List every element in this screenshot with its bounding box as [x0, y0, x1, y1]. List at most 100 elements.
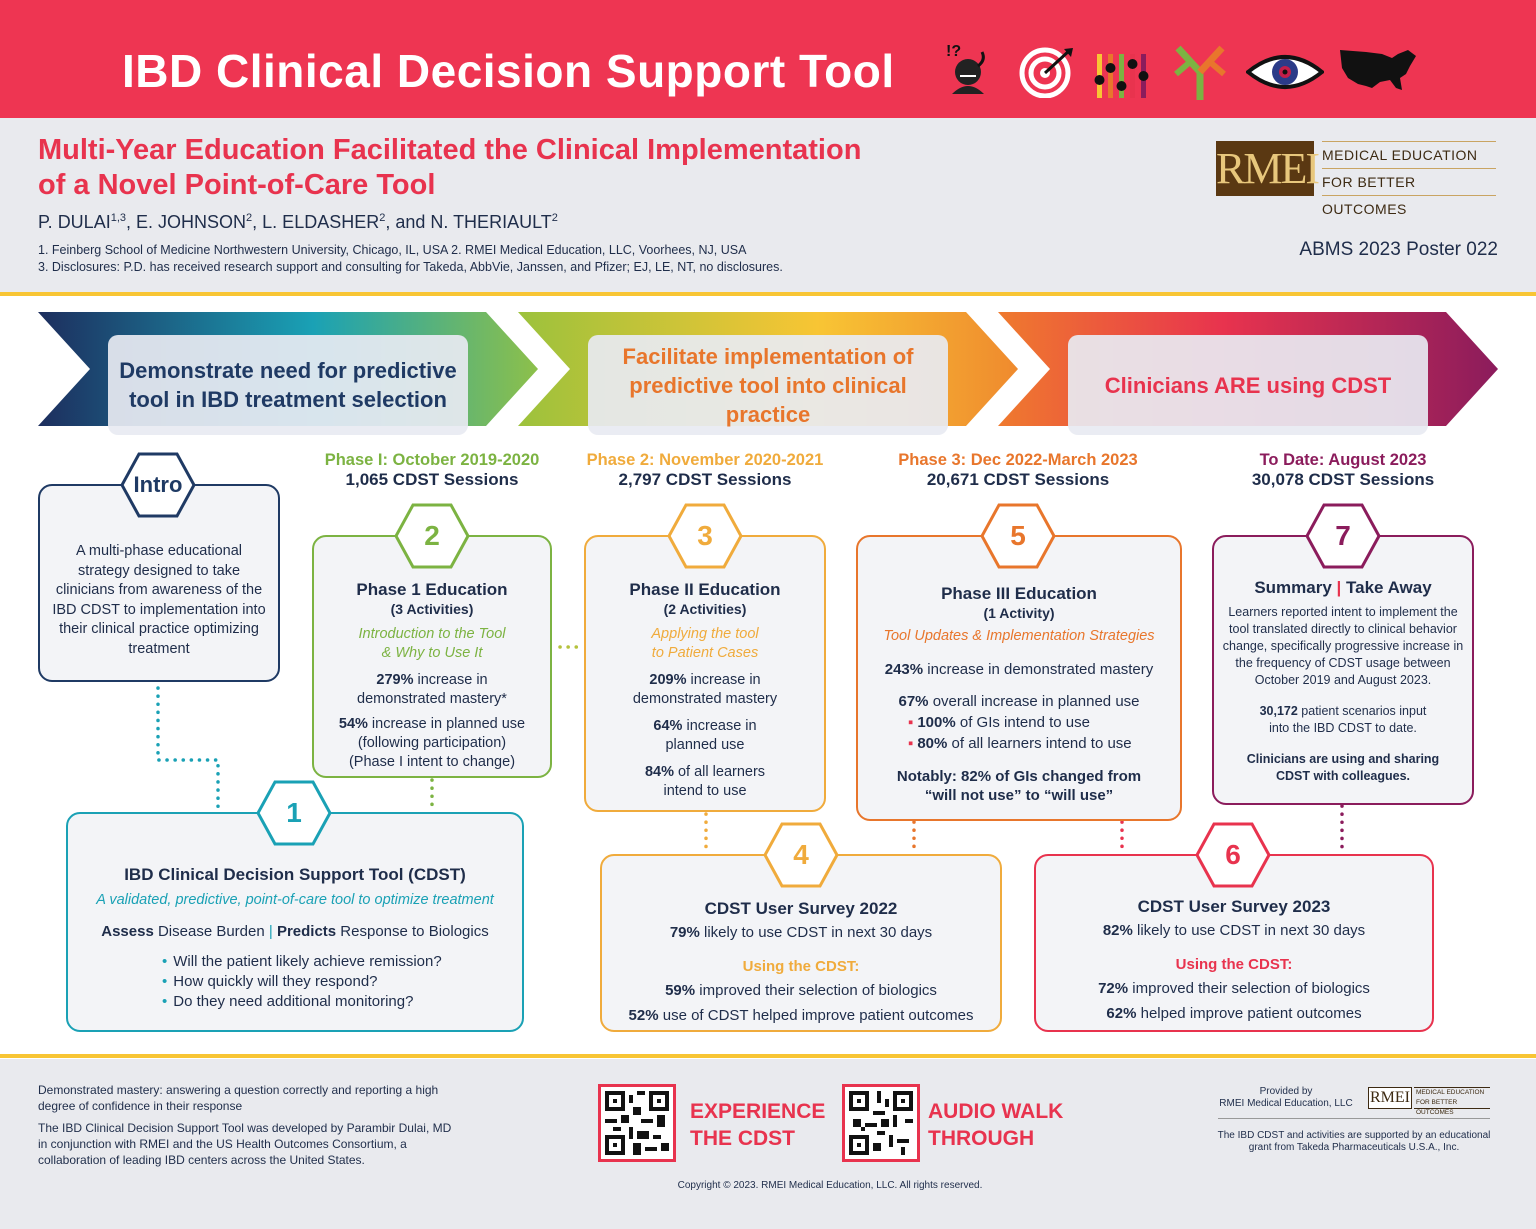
survey-2022-card: CDST User Survey 2022 79% likely to use … — [600, 854, 1002, 1032]
poster-subtitle: Multi-Year Education Facilitated the Cli… — [38, 133, 938, 203]
predicts-text: Response to Biologics — [336, 923, 489, 940]
stage-box-3: Clinicians ARE using CDST — [1068, 335, 1428, 435]
phase-header-1: Phase I: October 2019-2020 1,065 CDST Se… — [302, 451, 562, 490]
footnote-mastery: Demonstrated mastery: answering a questi… — [38, 1083, 439, 1113]
summary-card: Summary | Take Away Learners reported in… — [1212, 535, 1474, 805]
stat-value: 72% — [1098, 980, 1129, 997]
card-title-a: Summary — [1254, 578, 1332, 597]
stat-text: likely to use CDST in next 30 days — [699, 924, 933, 941]
card-title: Phase II Education — [629, 580, 781, 599]
author-separator: , — [252, 212, 263, 232]
stat-text: increase in demonstrated mastery — [923, 661, 1154, 678]
stat-text: of all learners intend to use — [947, 735, 1132, 752]
subtitle-line-2: of a Novel Point-of-Care Tool — [38, 169, 436, 201]
stat-value: 84% — [644, 764, 674, 780]
footnote-developed: The IBD Clinical Decision Support Tool w… — [38, 1121, 452, 1167]
phase-title: To Date: August 2023 — [1259, 451, 1427, 469]
bullet-icon: • — [162, 973, 168, 990]
hexagon-4 — [763, 822, 839, 888]
confused-person-icon: !? — [946, 43, 985, 94]
stat-mastery: 243% increase in demonstrated mastery — [866, 660, 1172, 679]
eye-icon — [1246, 55, 1324, 89]
hexagon-7-number: 7 — [1335, 520, 1351, 551]
hexagon-5 — [980, 503, 1056, 569]
stat-value: 209% — [649, 672, 687, 688]
hexagon-6 — [1195, 822, 1271, 888]
bar-levels-icon — [1094, 54, 1149, 98]
phase-sessions: 30,078 CDST Sessions — [1251, 470, 1435, 489]
qr-pattern-icon — [605, 1091, 669, 1155]
stat-notably: Notably: 82% of GIs changed from — [896, 768, 1142, 785]
author-separator: , and — [385, 212, 431, 232]
affiliation-line-2: 3. Disclosures: P.D. has received resear… — [38, 260, 783, 274]
card-italic: to Patient Cases — [651, 645, 759, 661]
phase-sessions: 2,797 CDST Sessions — [618, 470, 792, 489]
stat-text: improved their selection of biologics — [695, 982, 937, 999]
stat-planned-use: 64% increase in — [592, 717, 818, 736]
stat-text: intend to use — [663, 783, 747, 799]
intro-hexagon-label: Intro — [133, 472, 183, 497]
stat-text: (following participation) — [357, 735, 507, 751]
stat-text: increase in — [686, 672, 761, 688]
hexagon-1 — [256, 780, 332, 846]
phase-header-2: Phase 2: November 2020-2021 2,797 CDST S… — [570, 451, 840, 490]
stat-value: 67% — [898, 693, 929, 710]
provided-by-label: Provided by — [1259, 1086, 1313, 1097]
author-name: P. DULAI — [38, 212, 111, 232]
question-text: Will the patient likely achieve remissio… — [173, 953, 442, 970]
phase-title: Phase 2: November 2020-2021 — [586, 451, 824, 469]
svg-text:!?: !? — [946, 43, 961, 60]
stat-text: helped improve patient outcomes — [1136, 1005, 1362, 1022]
hexagon-2 — [394, 503, 470, 569]
assess-predicts-line: Assess Disease Burden | Predicts Respons… — [78, 922, 512, 942]
qr-label-experience[interactable]: EXPERIENCE THE CDST — [690, 1098, 825, 1152]
summary-text: Learners reported intent to implement th… — [1222, 605, 1464, 687]
card-title: Phase III Education — [941, 584, 1097, 603]
card-italic: Tool Updates & Implementation Strategies — [883, 628, 1155, 644]
separator: | — [264, 923, 277, 940]
question-text: Do they need additional monitoring? — [173, 993, 414, 1010]
using-cdst-label: Using the CDST: — [1175, 956, 1293, 973]
stat-value: 82% — [1102, 922, 1133, 939]
subtitle-line-1: Multi-Year Education Facilitated the Cli… — [38, 134, 862, 166]
qr-label-line: AUDIO WALK — [928, 1100, 1064, 1123]
target-icon — [1019, 47, 1073, 98]
stat-notably: “will not use” to “will use” — [924, 787, 1114, 804]
poster-id: ABMS 2023 Poster 022 — [1299, 239, 1498, 260]
card-title-separator: | — [1331, 578, 1346, 597]
assess-text: Disease Burden — [153, 923, 265, 940]
stat-text: of all learners — [673, 764, 766, 780]
stat-intend: 84% of all learners — [592, 763, 818, 782]
card-italic: Applying the tool — [651, 626, 759, 642]
stat-text: increase in planned use — [367, 716, 526, 732]
qr-code-audio[interactable] — [842, 1084, 920, 1162]
card-title-b: Take Away — [1346, 578, 1432, 597]
qr-label-audio[interactable]: AUDIO WALK THROUGH — [928, 1098, 1063, 1152]
rmei-small-tagline: MEDICAL EDUCATION FOR BETTER OUTCOMES — [1414, 1087, 1490, 1116]
hexagon-7 — [1305, 503, 1381, 569]
card-italic: & Why to Use It — [381, 645, 483, 661]
question-item: •Will the patient likely achieve remissi… — [162, 952, 512, 972]
bullet-icon: • — [162, 993, 168, 1010]
stat-planned-use: 67% overall increase in planned use — [866, 692, 1172, 711]
stat-value: 59% — [665, 982, 696, 999]
qr-code-experience[interactable] — [598, 1084, 676, 1162]
provided-by: Provided by RMEI Medical Education, LLC — [1206, 1086, 1366, 1110]
hexagon-5-number: 5 — [1010, 520, 1026, 551]
grant-statement: The IBD CDST and activities are supporte… — [1217, 1130, 1491, 1153]
connector-intro-1 — [156, 686, 220, 814]
stat-text: overall increase in planned use — [928, 693, 1140, 710]
card-italic: A validated, predictive, point-of-care t… — [96, 892, 494, 908]
hexagon-1-number: 1 — [286, 797, 302, 828]
summary-conclusion: CDST with colleagues. — [1275, 769, 1411, 783]
question-item: •How quickly will they respond? — [162, 972, 512, 992]
stat-value: 80% — [917, 735, 948, 752]
main-title: IBD Clinical Decision Support Tool — [122, 45, 895, 97]
stat-value: 243% — [884, 661, 924, 678]
qr-label-line: THE CDST — [690, 1127, 795, 1150]
phase-title: Phase I: October 2019-2020 — [324, 451, 540, 469]
rmei-tagline: MEDICAL EDUCATION FOR BETTER OUTCOMES — [1322, 141, 1496, 217]
stat-learners-intend: ▪80% of all learners intend to use — [866, 734, 1172, 753]
card-subtitle: (2 Activities) — [663, 601, 747, 617]
stage-box-2: Facilitate implementation of predictive … — [588, 335, 948, 435]
